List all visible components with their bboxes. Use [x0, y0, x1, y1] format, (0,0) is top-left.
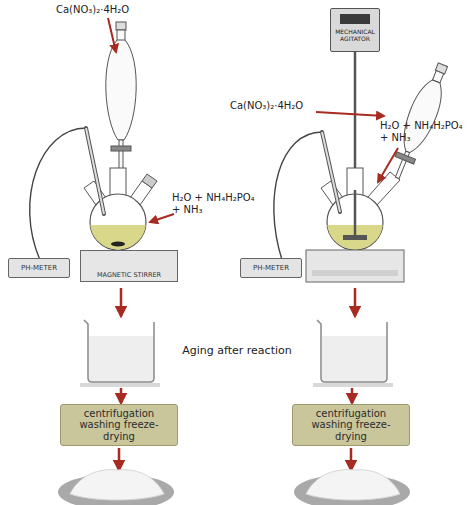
stopper — [142, 174, 157, 188]
stopcock — [395, 152, 415, 164]
node-text: PH-METER — [253, 264, 289, 272]
dropping-funnel — [106, 40, 136, 140]
stirrer-base — [306, 250, 404, 282]
process-box: centrifugation washing freeze-drying — [60, 404, 178, 446]
beaker-liquid — [322, 336, 386, 381]
ph-meter: PH-METER — [8, 258, 70, 278]
process-box: centrifugation washing freeze-drying — [292, 404, 410, 446]
reaction-liquid — [90, 225, 146, 250]
round-flask — [90, 194, 146, 250]
meter-wire — [30, 128, 86, 260]
pointer-arrow — [378, 148, 398, 182]
bench — [80, 383, 160, 387]
flow-arrow — [118, 448, 121, 470]
node-text: PH-METER — [21, 264, 57, 272]
meter-wire — [274, 132, 322, 260]
pointer-arrow — [108, 18, 116, 52]
flow-arrow — [120, 388, 123, 403]
beaker — [84, 320, 154, 382]
flow-arrow — [354, 288, 357, 316]
funnel-stopper — [116, 22, 126, 30]
ph-probe — [86, 128, 104, 214]
stirrer-base: MAGNETIC STIRRER — [80, 250, 178, 282]
display-screen — [340, 14, 370, 24]
powder-pile — [306, 470, 400, 500]
ph-probe — [322, 132, 340, 212]
node-text: MECHANICAL AGITATOR — [335, 29, 375, 43]
reagent-label: H₂O + NH₄H₂PO₄ + NH₃ — [380, 120, 472, 144]
ph-probe — [86, 128, 104, 214]
flow-arrow — [120, 288, 123, 316]
beaker — [317, 320, 387, 382]
flow-arrow — [351, 388, 354, 403]
agitator-shaft — [354, 190, 357, 238]
flow-arrow — [350, 448, 353, 470]
stirrer-panel — [312, 270, 398, 276]
bench — [313, 383, 393, 387]
powder-pile — [70, 470, 164, 500]
stopcock — [111, 146, 131, 151]
agitator-box: MECHANICAL AGITATOR — [330, 8, 380, 52]
reagent-label: Ca(NO₃)₂·4H₂O — [56, 4, 166, 16]
funnel-neck — [117, 30, 125, 41]
ph-probe — [322, 132, 340, 212]
step-label: Aging after reaction — [172, 344, 302, 357]
ph-meter: PH-METER — [240, 258, 302, 278]
beaker-liquid — [89, 336, 153, 381]
node-text: centrifugation washing freeze-drying — [297, 408, 405, 443]
node-text: MAGNETIC STIRRER — [97, 272, 161, 279]
pointer-arrow — [316, 112, 384, 116]
stirring-paddle — [343, 235, 367, 240]
pointer-arrow — [150, 214, 174, 222]
reagent-label: Ca(NO₃)₂·4H₂O — [230, 100, 320, 112]
stir-bar — [111, 242, 125, 247]
node-text: centrifugation washing freeze-drying — [65, 408, 173, 443]
agitator-shaft — [354, 52, 357, 238]
dropping-funnel — [395, 76, 448, 156]
reagent-label: H₂O + NH₄H₂PO₄ + NH₃ — [172, 192, 264, 216]
